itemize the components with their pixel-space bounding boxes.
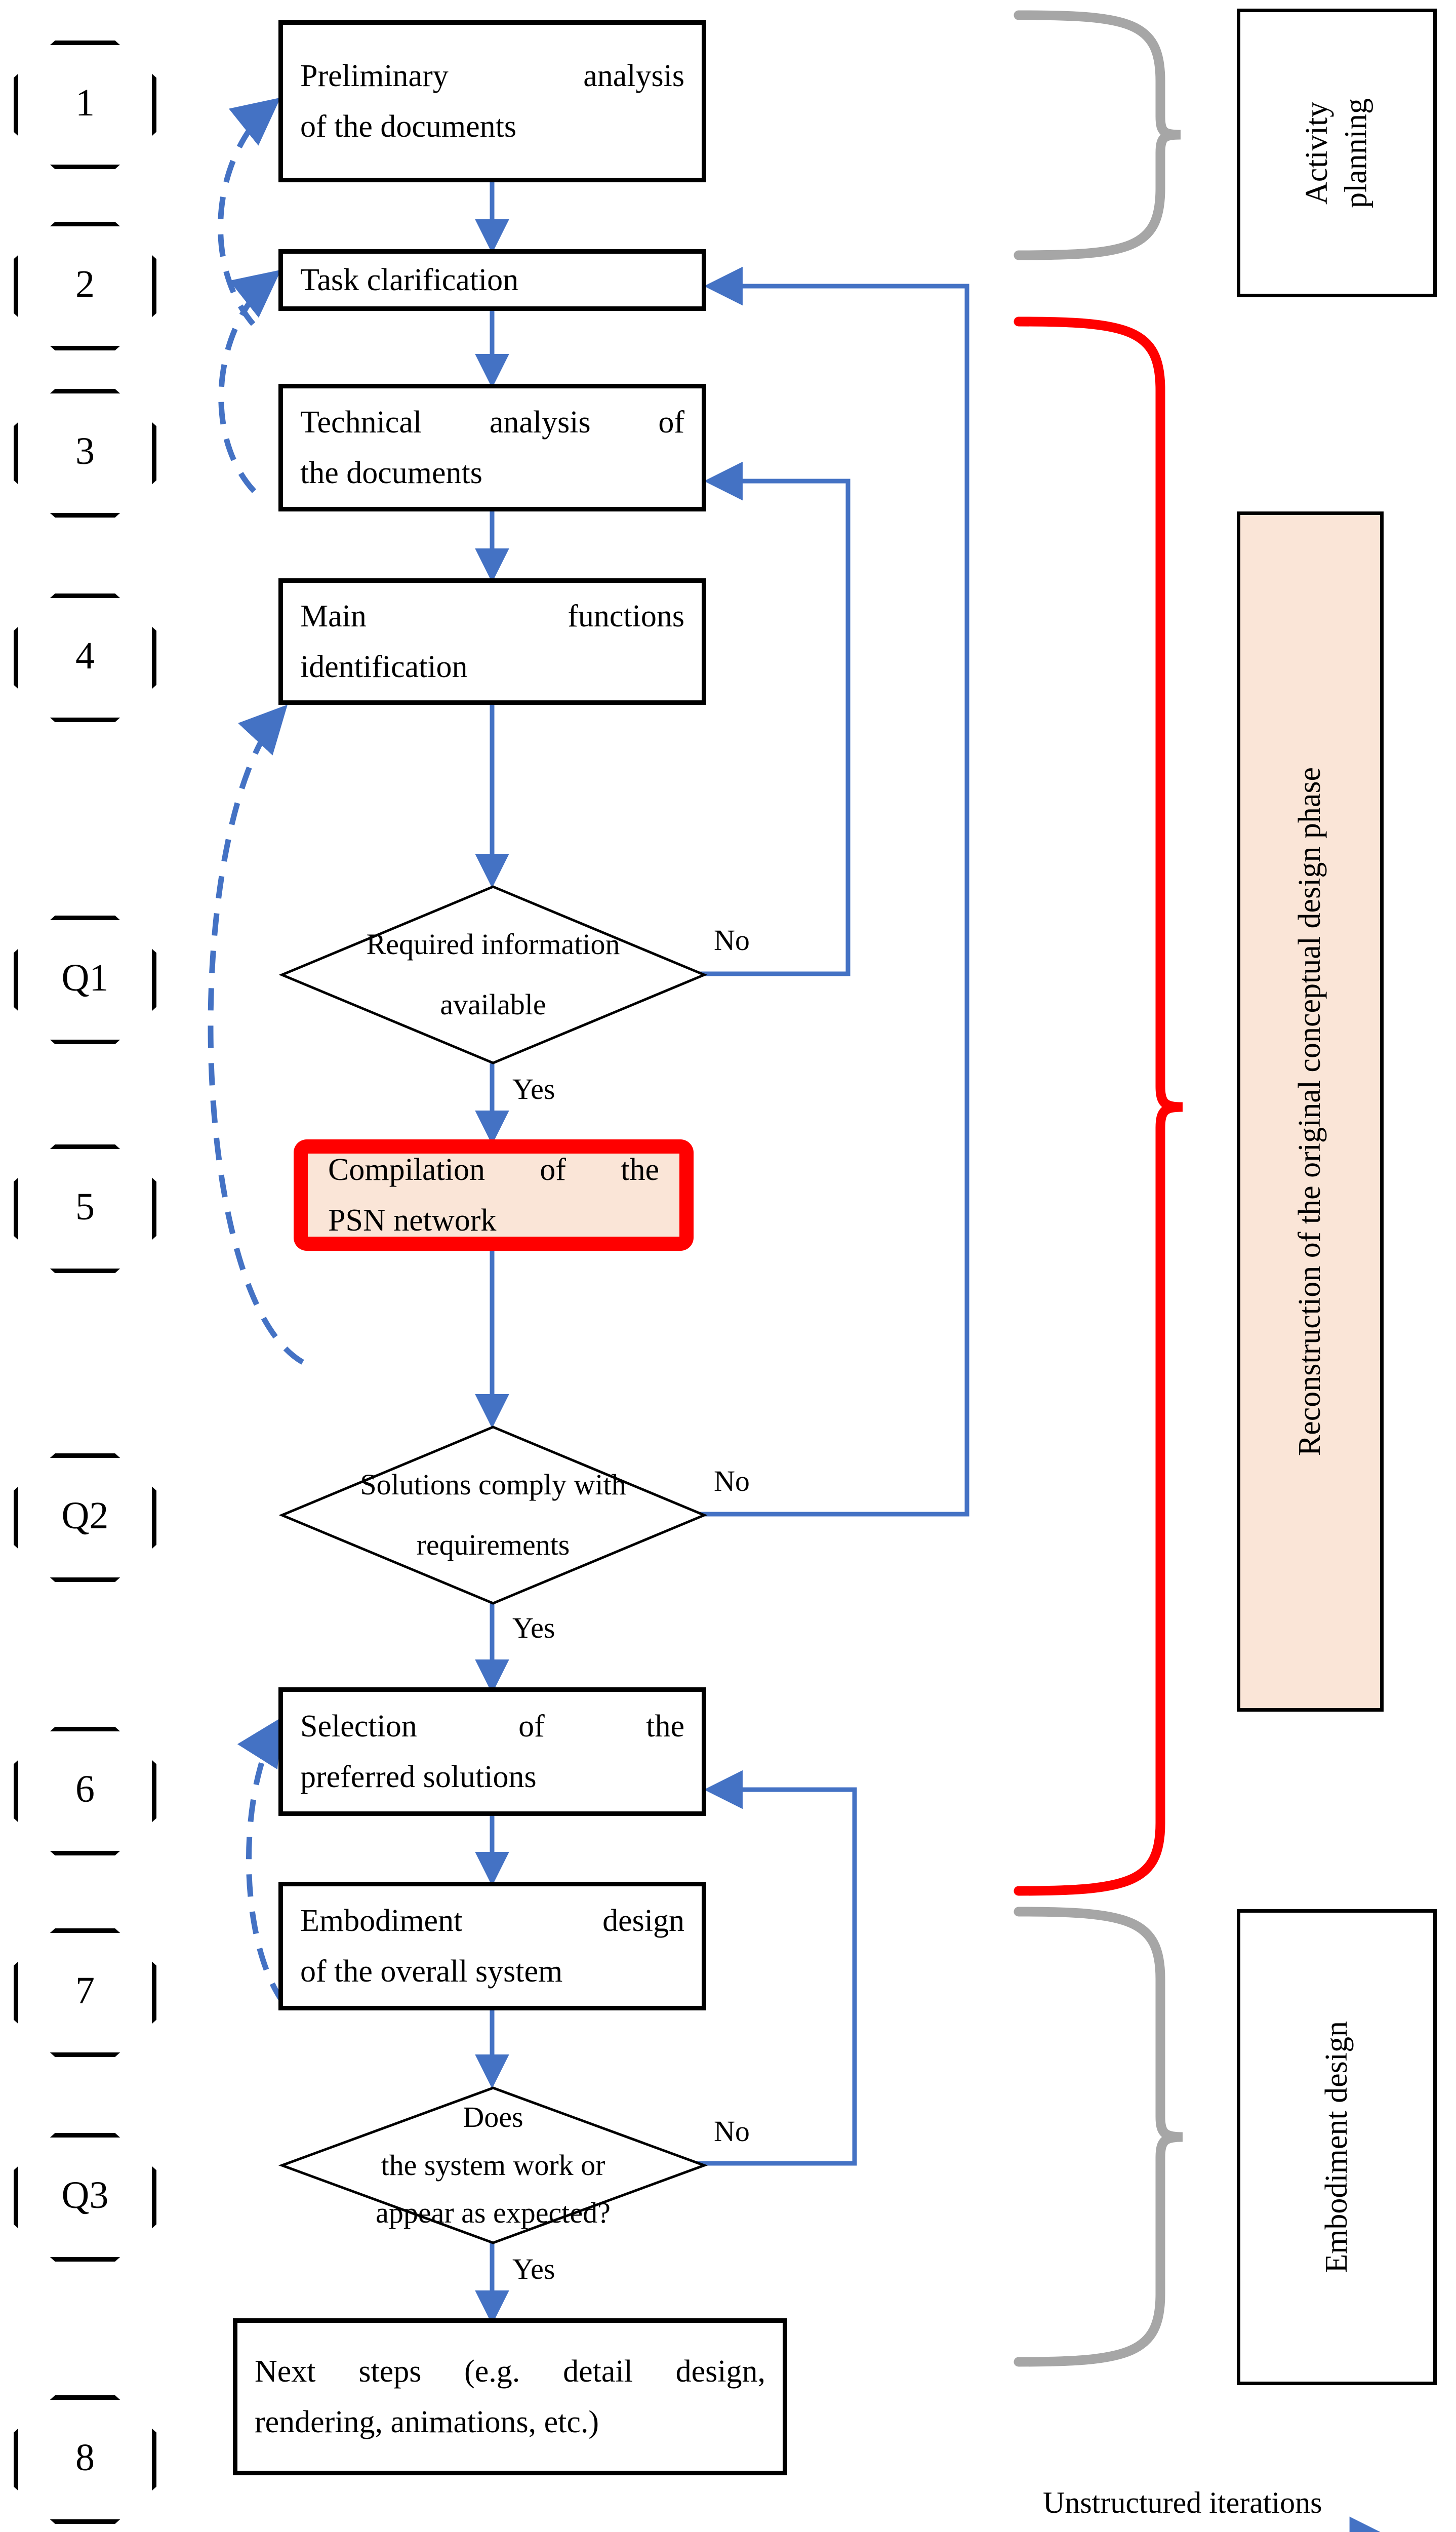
step-marker-1: 1 — [14, 41, 156, 169]
step-marker-6-label: 6 — [75, 1768, 95, 1810]
legend-label-unstructured-iterations: Unstructured iterations — [1043, 2486, 1322, 2519]
decision-marker-q2: Q2 — [14, 1453, 156, 1582]
process-box-main-functions[interactable]: Main functions identification — [278, 578, 706, 705]
step-marker-8: 8 — [14, 2395, 156, 2524]
process-box-embodiment-line2: of the overall system — [300, 1954, 563, 1989]
process-box-selection-line2: preferred solutions — [300, 1760, 537, 1794]
edge-label-q3-no: No — [714, 2115, 750, 2148]
step-marker-5: 5 — [14, 1144, 156, 1273]
process-box-next-steps-line1: Next steps (e.g. detail design, — [255, 2354, 765, 2389]
step-marker-8-label: 8 — [75, 2436, 95, 2479]
edge-label-q2-no: No — [714, 1465, 750, 1497]
step-marker-3: 3 — [14, 389, 156, 518]
step-marker-5-label: 5 — [75, 1185, 95, 1228]
edge-label-q1-no: No — [714, 924, 750, 957]
decision-marker-q2-label: Q2 — [61, 1494, 109, 1537]
process-box-technical-analysis-line2: the documents — [300, 456, 482, 490]
decision-marker-q3-label: Q3 — [61, 2174, 109, 2217]
process-box-psn-compilation-line2: PSN network — [328, 1203, 497, 1238]
step-marker-3-label: 3 — [75, 430, 95, 472]
edge-q2-no-to-task-clarification — [697, 266, 969, 1517]
process-box-technical-analysis[interactable]: Technical analysis of the documents — [278, 384, 706, 511]
phase-box-activity-planning: Activity planning — [1237, 9, 1437, 297]
decision-marker-q3: Q3 — [14, 2133, 156, 2262]
process-box-technical-analysis-line1: Technical analysis of — [300, 405, 684, 440]
step-marker-4: 4 — [14, 594, 156, 722]
brace-reconstruction-phase — [1014, 316, 1183, 1896]
step-marker-7-label: 7 — [75, 1969, 95, 2012]
brace-activity-planning — [1014, 10, 1181, 260]
edge-label-q1-yes: Yes — [512, 1073, 555, 1105]
process-box-preliminary-analysis-line1: Preliminary analysis — [300, 58, 684, 93]
process-box-psn-compilation-line1: Compilation of the — [328, 1152, 659, 1187]
unstructured-iteration-edges — [208, 97, 304, 2005]
process-box-task-clarification-line1: Task clarification — [300, 262, 519, 297]
step-marker-7: 7 — [14, 1928, 156, 2057]
phase-box-reconstruction: Reconstruction of the original conceptua… — [1237, 511, 1384, 1712]
step-marker-6: 6 — [14, 1727, 156, 1855]
process-box-main-functions-line1: Main functions — [300, 599, 684, 634]
decision-marker-q1-label: Q1 — [61, 957, 109, 999]
process-box-embodiment-line1: Embodiment design — [300, 1903, 684, 1938]
step-marker-4-label: 4 — [75, 635, 95, 677]
process-box-psn-compilation-highlighted[interactable]: Compilation of the PSN network — [294, 1139, 694, 1251]
edge-label-q2-yes: Yes — [512, 1611, 555, 1644]
process-box-task-clarification[interactable]: Task clarification — [278, 249, 706, 311]
decision-marker-q1: Q1 — [14, 916, 156, 1044]
process-box-next-steps[interactable]: Next steps (e.g. detail design, renderin… — [233, 2318, 787, 2475]
process-box-embodiment-design[interactable]: Embodiment design of the overall system — [278, 1882, 706, 2010]
step-marker-1-label: 1 — [75, 82, 95, 124]
process-box-selection-line1: Selection of the — [300, 1709, 684, 1744]
process-box-next-steps-line2: rendering, animations, etc.) — [255, 2405, 599, 2439]
process-box-selection-preferred-solutions[interactable]: Selection of the preferred solutions — [278, 1687, 706, 1816]
step-marker-2: 2 — [14, 222, 156, 350]
step-marker-2-label: 2 — [75, 263, 95, 305]
phase-box-embodiment-design: Embodiment design — [1237, 1909, 1437, 2385]
process-box-preliminary-analysis[interactable]: Preliminary analysis of the documents — [278, 20, 706, 182]
process-box-preliminary-analysis-line2: of the documents — [300, 109, 517, 144]
edge-q3-no-to-selection — [697, 1770, 857, 2166]
edge-label-q3-yes: Yes — [512, 2252, 555, 2285]
edge-q1-no-to-technical-analysis — [697, 461, 851, 976]
brace-embodiment-design — [1014, 1907, 1183, 2367]
process-box-main-functions-line2: identification — [300, 650, 468, 684]
